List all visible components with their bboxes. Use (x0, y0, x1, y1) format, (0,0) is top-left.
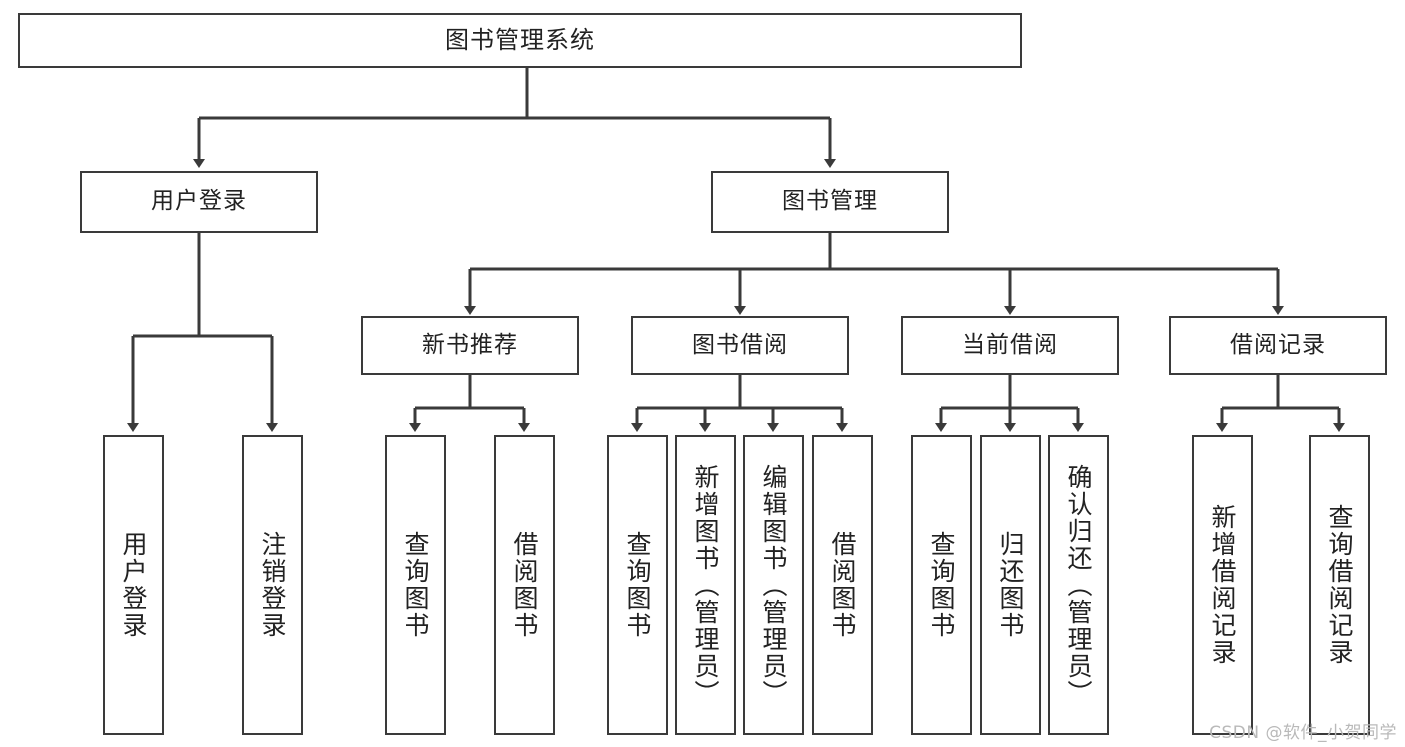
node-leaf-borrow-book-2[interactable]: 借阅图书 (812, 435, 873, 735)
node-borrow-record[interactable]: 借阅记录 (1169, 316, 1387, 375)
node-leaf-edit-book[interactable]: 编辑图书（管理员） (743, 435, 804, 735)
node-leaf-add-book-label: 新增图书（管理员） (691, 463, 720, 707)
node-leaf-query-book-2[interactable]: 查询图书 (607, 435, 668, 735)
node-leaf-confirm-return-label: 确认归还（管理员） (1064, 463, 1093, 707)
node-leaf-query-book-1[interactable]: 查询图书 (385, 435, 446, 735)
node-root[interactable]: 图书管理系统 (18, 13, 1022, 68)
node-leaf-user-logout-label: 注销登录 (258, 531, 287, 639)
node-user-login-label: 用户登录 (151, 188, 247, 215)
node-new-book-recommend[interactable]: 新书推荐 (361, 316, 579, 375)
node-leaf-edit-book-label: 编辑图书（管理员） (759, 463, 788, 707)
node-leaf-borrow-book-1[interactable]: 借阅图书 (494, 435, 555, 735)
node-leaf-add-record[interactable]: 新增借阅记录 (1192, 435, 1253, 735)
node-leaf-add-record-label: 新增借阅记录 (1208, 504, 1237, 666)
node-book-borrow[interactable]: 图书借阅 (631, 316, 849, 375)
node-leaf-query-record[interactable]: 查询借阅记录 (1309, 435, 1370, 735)
node-leaf-return-book[interactable]: 归还图书 (980, 435, 1041, 735)
node-leaf-user-logout[interactable]: 注销登录 (242, 435, 303, 735)
node-leaf-query-book-1-label: 查询图书 (401, 531, 430, 639)
node-leaf-add-book[interactable]: 新增图书（管理员） (675, 435, 736, 735)
node-user-login[interactable]: 用户登录 (80, 171, 318, 233)
node-leaf-borrow-book-2-label: 借阅图书 (828, 531, 857, 639)
node-new-book-recommend-label: 新书推荐 (422, 331, 518, 358)
node-current-borrow[interactable]: 当前借阅 (901, 316, 1119, 375)
node-leaf-query-book-3-label: 查询图书 (927, 531, 956, 639)
node-leaf-query-record-label: 查询借阅记录 (1325, 504, 1354, 666)
node-book-management-label: 图书管理 (782, 188, 878, 215)
node-book-borrow-label: 图书借阅 (692, 331, 788, 358)
watermark-text: CSDN @软件_小贺同学 (1209, 723, 1397, 743)
node-root-label: 图书管理系统 (445, 26, 595, 55)
node-leaf-query-book-2-label: 查询图书 (623, 531, 652, 639)
node-current-borrow-label: 当前借阅 (962, 331, 1058, 358)
node-book-management[interactable]: 图书管理 (711, 171, 949, 233)
node-leaf-query-book-3[interactable]: 查询图书 (911, 435, 972, 735)
node-leaf-return-book-label: 归还图书 (996, 531, 1025, 639)
node-borrow-record-label: 借阅记录 (1230, 331, 1326, 358)
node-leaf-confirm-return[interactable]: 确认归还（管理员） (1048, 435, 1109, 735)
node-leaf-borrow-book-1-label: 借阅图书 (510, 531, 539, 639)
node-leaf-user-login-label: 用户登录 (119, 531, 148, 639)
node-leaf-user-login[interactable]: 用户登录 (103, 435, 164, 735)
